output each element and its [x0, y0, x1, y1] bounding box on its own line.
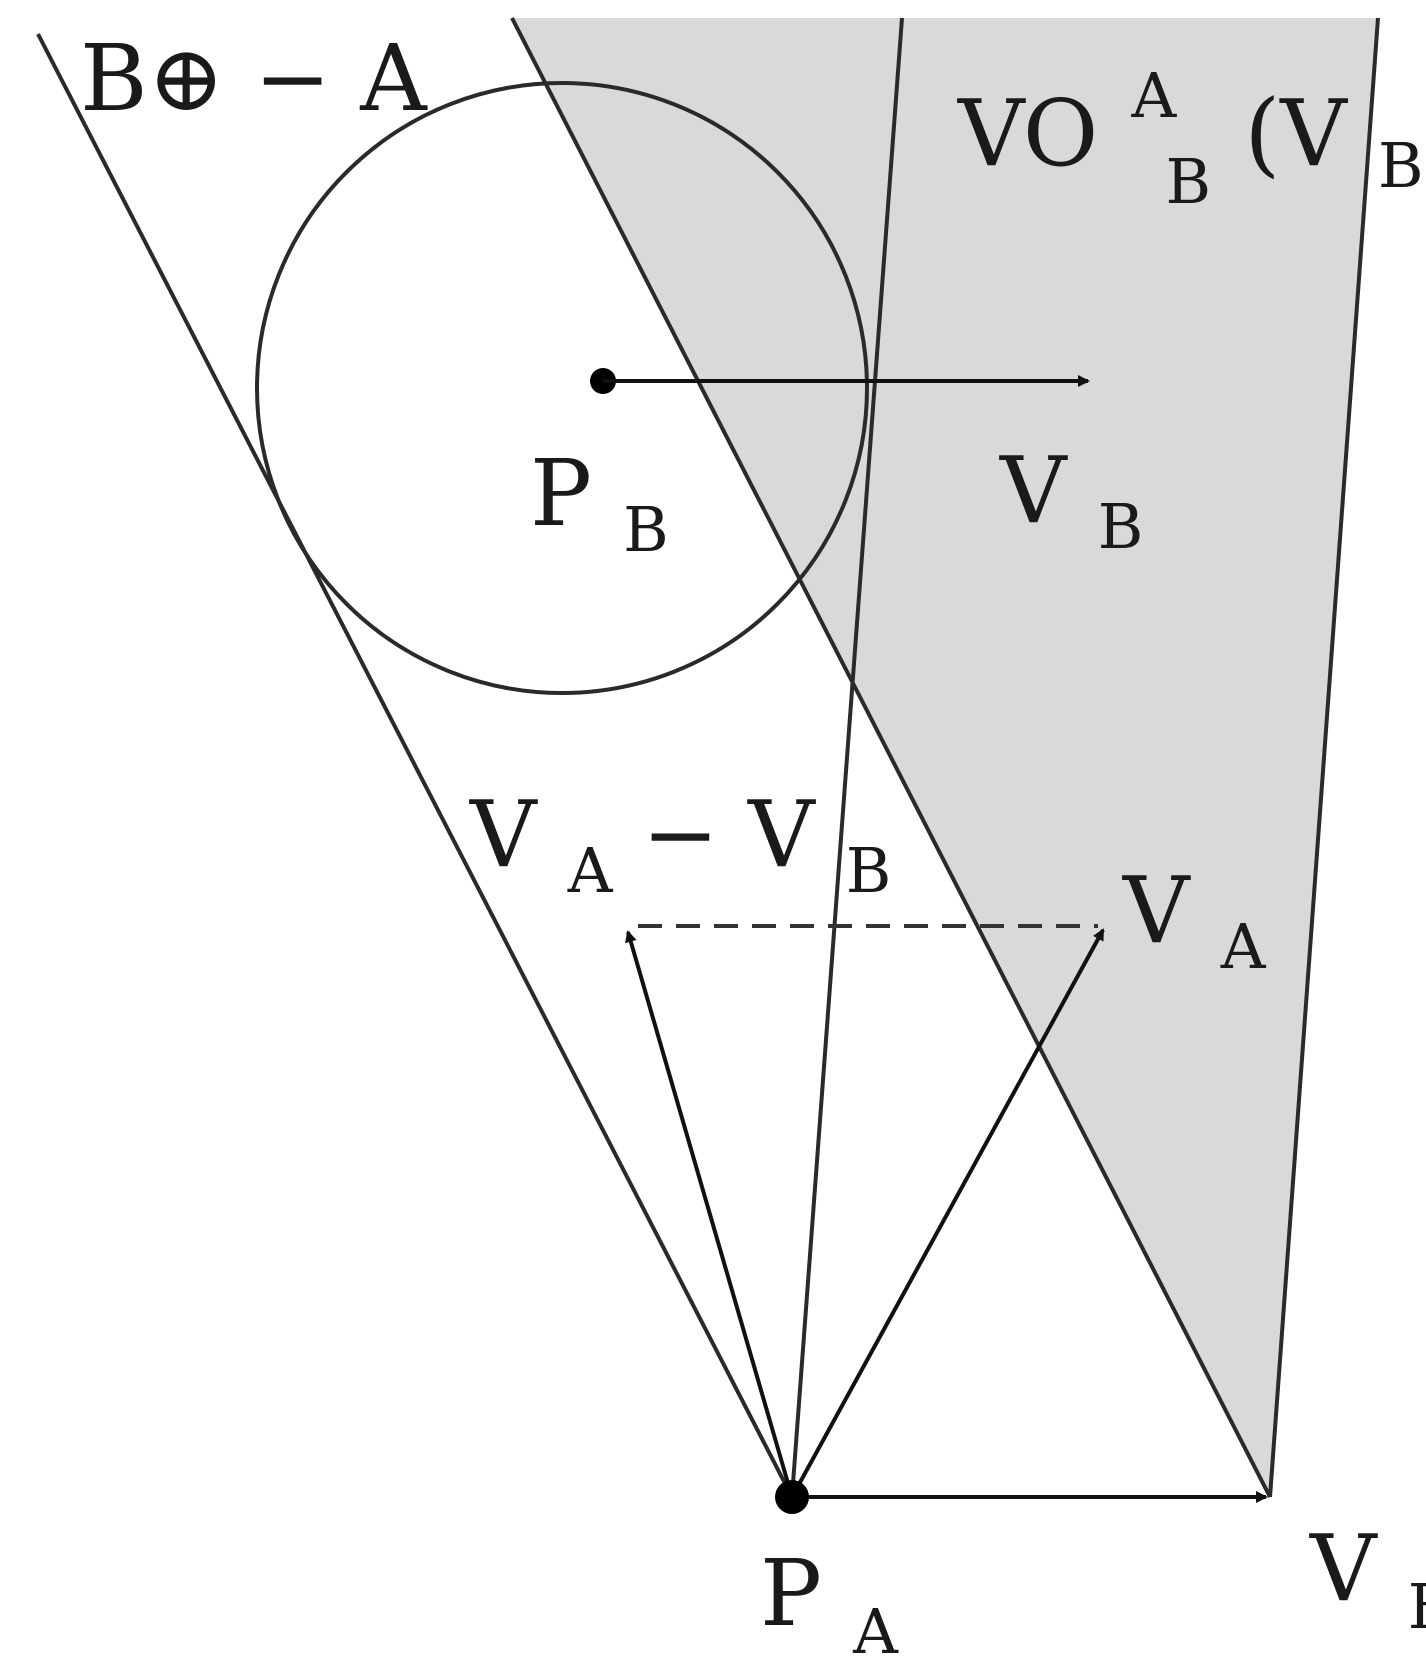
- vb-top-label: V B: [999, 437, 1143, 563]
- pa-point: [775, 1480, 809, 1514]
- va-arrow: [790, 928, 1105, 1498]
- pa-label: P A: [760, 1540, 899, 1668]
- vb-bottom-label: V B: [1309, 1515, 1426, 1643]
- velocity-obstacle-region: [512, 18, 1378, 1497]
- cone-right-edge: [790, 17, 904, 1498]
- pb-label: P B: [530, 440, 669, 566]
- cone-left-edge: [36, 33, 794, 1498]
- vo-label: VO A B (V B ): [957, 32, 1426, 225]
- vo-right-edge: [1268, 17, 1380, 1498]
- minkowski-circle: [255, 81, 869, 695]
- va-minus-vb-arrow: [625, 930, 794, 1498]
- minkowski-label: B⊕ − A: [80, 25, 428, 132]
- va-minus-vb-label: V A − V B: [469, 781, 891, 914]
- va-label: V A: [1122, 857, 1267, 983]
- vo-left-edge: [510, 17, 1272, 1498]
